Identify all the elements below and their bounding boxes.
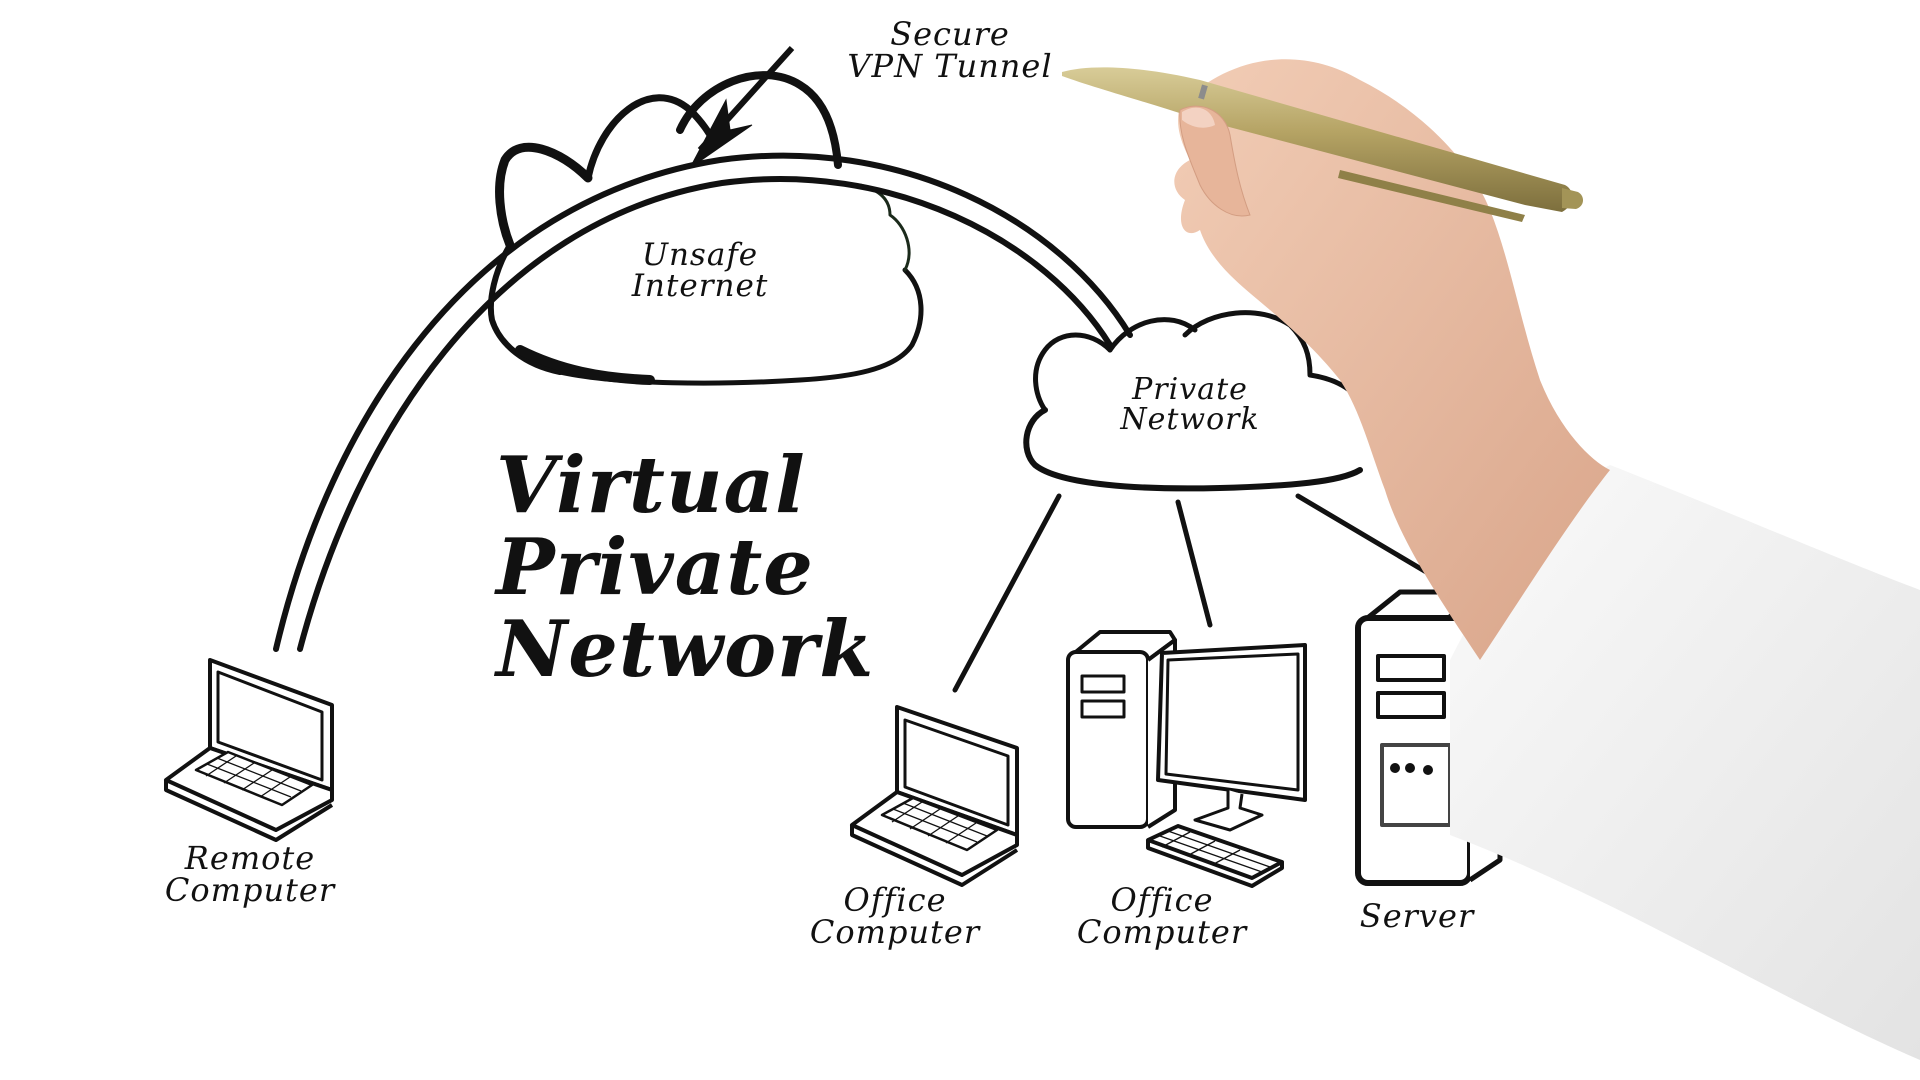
sleeve	[1450, 465, 1920, 1060]
secure-vpn-tunnel-label: Secure VPN Tunnel	[847, 15, 1053, 85]
link-office-laptop	[952, 493, 1062, 693]
remote-computer-label: Remote Computer	[164, 839, 336, 909]
office-laptop-icon	[850, 705, 1019, 887]
pen	[1062, 67, 1573, 212]
private-network-label: Private Network	[1120, 372, 1260, 437]
lan-links	[952, 493, 1436, 693]
server-icon	[1355, 589, 1503, 886]
server-label: Server	[1359, 897, 1475, 935]
hand-with-pen-illustration	[1062, 59, 1920, 1060]
unsafe-internet-label: Unsafe Internet	[631, 237, 769, 304]
unsafe-internet-cloud	[487, 71, 924, 386]
remote-laptop-icon	[164, 658, 334, 842]
link-office-desktop	[1175, 499, 1213, 628]
office-computer-laptop-label: Office Computer	[809, 881, 981, 951]
private-network-cloud	[1023, 310, 1363, 492]
vpn-tunnel-arc	[273, 152, 1133, 652]
link-server	[1295, 493, 1436, 579]
hand	[1174, 59, 1610, 661]
thumb	[1179, 105, 1251, 217]
office-computer-desktop-label: Office Computer	[1076, 881, 1248, 951]
office-desktop-icon	[1066, 630, 1307, 888]
pen-clip	[1338, 170, 1525, 222]
vpn-title: Virtual Private Network	[496, 440, 875, 695]
tunnel-arrow	[689, 45, 795, 169]
